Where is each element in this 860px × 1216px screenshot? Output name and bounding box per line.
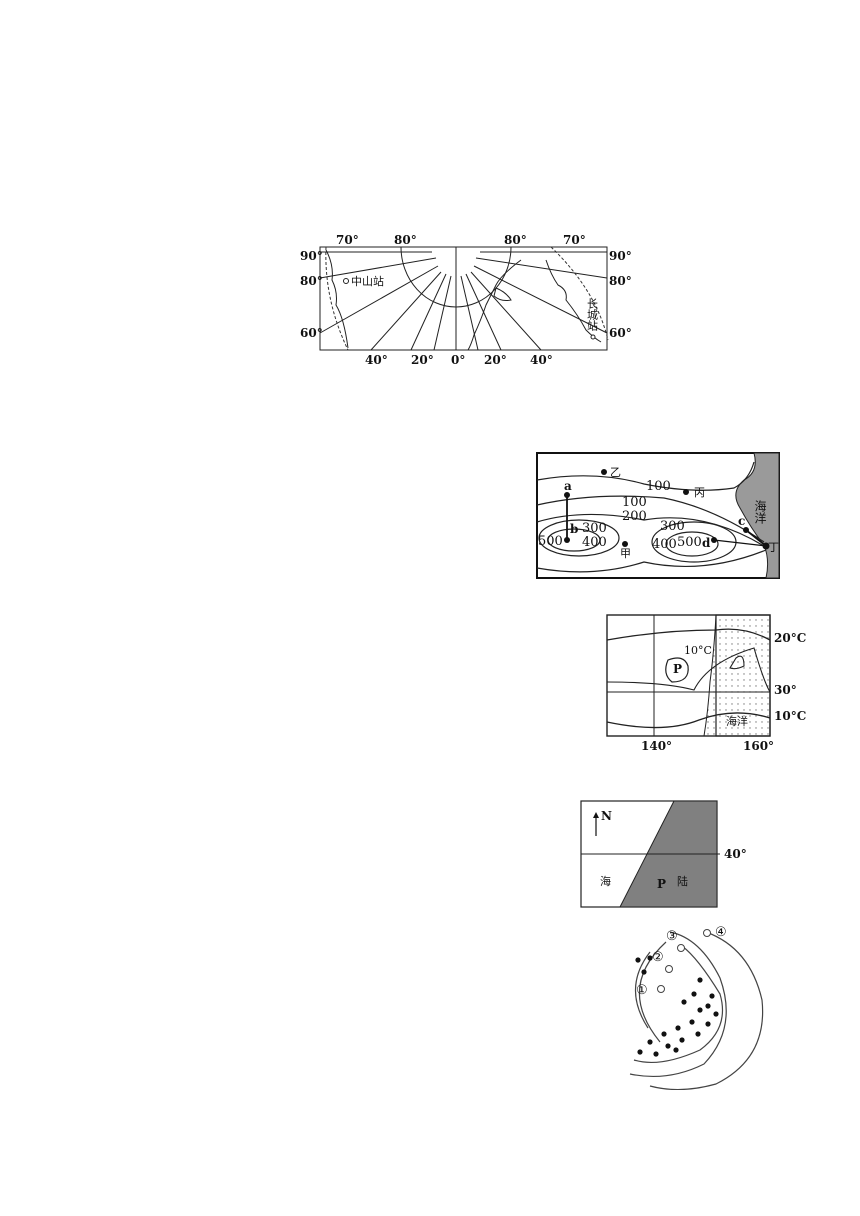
antarctica-map: 70° 80° 80° 70° 90° 80° 60° 90° 80° 60° …: [296, 230, 636, 370]
top-label-70-right: 70°: [563, 233, 586, 247]
top-label-70-left: 70°: [336, 233, 359, 247]
isotherm-10-lower: 10°C: [774, 709, 806, 723]
marker-4: ④: [715, 925, 727, 940]
lat-label-40: 40°: [724, 847, 747, 861]
point-ding: 丁: [768, 541, 779, 554]
left-label-80: 80°: [300, 274, 323, 288]
lon-label-140: 140°: [641, 739, 672, 753]
right-label-80: 80°: [609, 274, 632, 288]
contour-200: 200: [622, 509, 647, 524]
bottom-label-40-right: 40°: [530, 353, 553, 367]
point-c: c: [738, 514, 745, 528]
coast-map: N 40° 海 P 陆: [578, 798, 768, 912]
contour-400-right: 400: [652, 537, 677, 552]
ocean-label: 海洋: [726, 714, 748, 728]
ocean-label: 海洋: [753, 499, 767, 524]
marker-1: ①: [636, 983, 648, 998]
contour-500-left: 500: [538, 534, 563, 549]
place-bing: 丙: [694, 486, 705, 499]
contour-300-right: 300: [660, 519, 685, 534]
station-changcheng: 长城站: [586, 298, 599, 332]
point-b: b: [570, 522, 578, 536]
contour-100-top: 100: [646, 479, 671, 494]
point-a: a: [564, 479, 572, 493]
contour-300-left: 300: [582, 521, 607, 536]
right-label-60: 60°: [609, 326, 632, 340]
land-label: 陆: [677, 874, 688, 888]
left-label-60: 60°: [300, 326, 323, 340]
point-p: P: [673, 662, 682, 676]
point-p: P: [657, 877, 666, 891]
lat-label-30: 30°: [774, 683, 797, 697]
contour-500-right: 500: [677, 535, 702, 550]
contour-100-mid: 100: [622, 495, 647, 510]
right-label-90: 90°: [609, 249, 632, 263]
left-label-90: 90°: [300, 249, 323, 263]
top-label-80-right: 80°: [504, 233, 527, 247]
sea-label: 海: [600, 874, 611, 888]
station-zhongshan: 中山站: [351, 274, 384, 288]
north-label: N: [601, 809, 612, 823]
isotherm-map: 20°C 10°C 10°C 30° 140° 160° P 海洋: [604, 612, 814, 757]
bottom-label-40-left: 40°: [365, 353, 388, 367]
marker-3: ③: [666, 929, 678, 944]
place-jia: 甲: [620, 547, 631, 560]
isotherm-20: 20°C: [774, 631, 806, 645]
lon-label-160: 160°: [743, 739, 774, 753]
contour-400-left: 400: [582, 535, 607, 550]
bottom-label-20-left: 20°: [411, 353, 434, 367]
place-yi: 乙: [610, 466, 621, 479]
marker-2: ②: [652, 950, 664, 965]
contour-map: a b c d 丁 乙 丙 甲 100 100 200 300 400 500 …: [534, 450, 784, 582]
layer-diagram: ① ② ③ ④: [620, 918, 780, 1091]
bottom-label-20-right: 20°: [484, 353, 507, 367]
point-d: d: [702, 536, 711, 550]
top-label-80-left: 80°: [394, 233, 417, 247]
isotherm-10-inner: 10°C: [684, 644, 712, 657]
bottom-label-0: 0°: [451, 353, 465, 367]
